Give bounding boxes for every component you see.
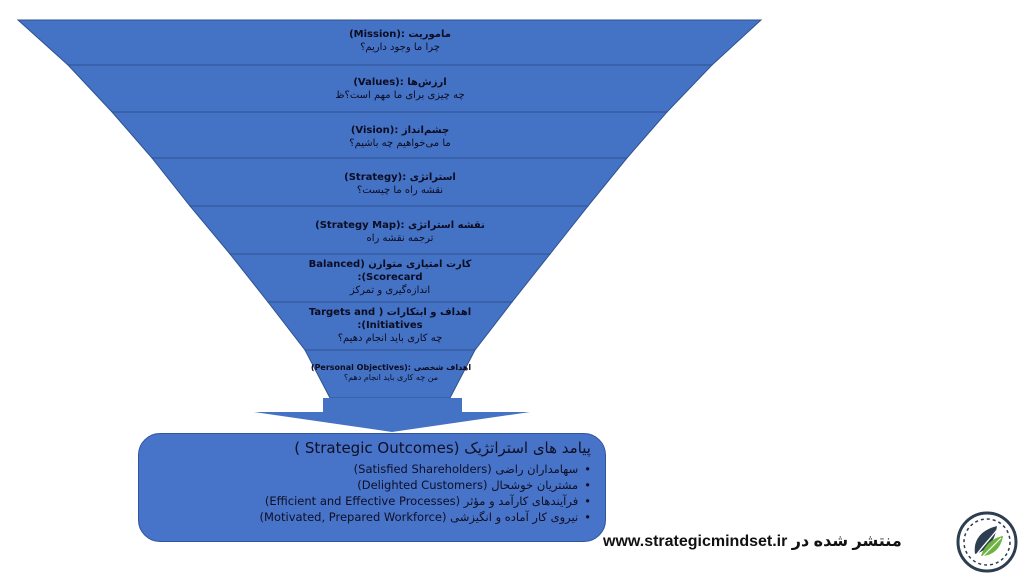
level-subtitle: من چه کاری باید انجام دهم؟ [343,373,439,382]
level-title: اهداف شخصی :(Personal Objectives) [310,363,472,372]
funnel-level-personal-objectives: اهداف شخصی :(Personal Objectives) من چه … [306,363,476,383]
outcome-item: • سهامداران راضی (Satisfied Shareholders) [260,461,591,477]
outcome-item: • مشتریان خوشحال (Delighted Customers) [260,477,591,493]
funnel-level-strategy: استراتژی :(Strategy) نقشه راه ما چیست؟ [300,171,500,197]
level-title: استراتژی :(Strategy) [344,172,456,183]
level-subtitle: ما می‌خواهیم چه باشیم؟ [349,138,451,149]
outcome-item: • فرآیندهای کارآمد و مؤثر (Efficient and … [260,493,591,509]
outcome-text: نیروی کار آماده و انگیزشی (Motivated, Pr… [259,510,579,524]
level-title: نقشه استراتژی :(Strategy Map) [315,220,485,231]
outcomes-title: پیامد های استراتژیک (Strategic Outcomes … [294,439,591,457]
outcome-text: سهامداران راضی (Satisfied Shareholders) [353,462,579,476]
bullet-icon: • [584,494,591,508]
outcome-text: فرآیندهای کارآمد و مؤثر (Efficient and E… [264,494,579,508]
funnel-level-values: ارزش‌ها :(Values) چه چیزی برای ما مهم اس… [300,76,500,102]
funnel-level-mission: ماموریت :(Mission) چرا ما وجود داریم؟ [300,28,500,54]
level-subtitle: نقشه راه ما چیست؟ [356,185,444,196]
funnel-level-balanced-scorecard: کارت امتیازی متوازن (Balanced Scorecard)… [300,258,480,297]
level-subtitle: ترجمه نقشه راه [366,233,434,244]
level-title: ماموریت :(Mission) [349,29,451,40]
level-title: کارت امتیازی متوازن (Balanced Scorecard)… [308,259,472,283]
level-title: اهداف و ابتکارات ( Targets and Initiativ… [308,307,472,331]
funnel-level-strategy-map: نقشه استراتژی :(Strategy Map) ترجمه نقشه… [290,219,510,245]
level-subtitle: چه کاری باید انجام دهیم؟ [337,333,443,344]
level-subtitle: اندازه‌گیری و تمرکز [349,285,431,296]
level-subtitle: چه چیزی برای ما مهم است؟ظ [335,90,465,101]
outcome-item: • نیروی کار آماده و انگیزشی (Motivated, P… [260,509,591,525]
level-title: چشم‌انداز :(Vision) [350,125,450,136]
bullet-icon: • [584,478,591,492]
strategic-outcomes-box: پیامد های استراتژیک (Strategic Outcomes … [138,433,606,542]
funnel-level-vision: چشم‌انداز :(Vision) ما می‌خواهیم چه باشی… [300,124,500,150]
publisher-footer: منتشر شده در www.strategicmindset.ir [603,533,902,550]
bullet-icon: • [584,510,591,524]
level-title: ارزش‌ها :(Values) [353,77,447,88]
down-arrow-icon [254,398,530,432]
bullet-icon: • [584,462,591,476]
outcomes-list: • سهامداران راضی (Satisfied Shareholders)… [260,461,591,525]
outcome-text: مشتریان خوشحال (Delighted Customers) [357,478,579,492]
level-subtitle: چرا ما وجود داریم؟ [360,42,440,53]
funnel-level-targets: اهداف و ابتکارات ( Targets and Initiativ… [305,306,475,345]
leaf-brain-logo-icon [956,511,1018,573]
